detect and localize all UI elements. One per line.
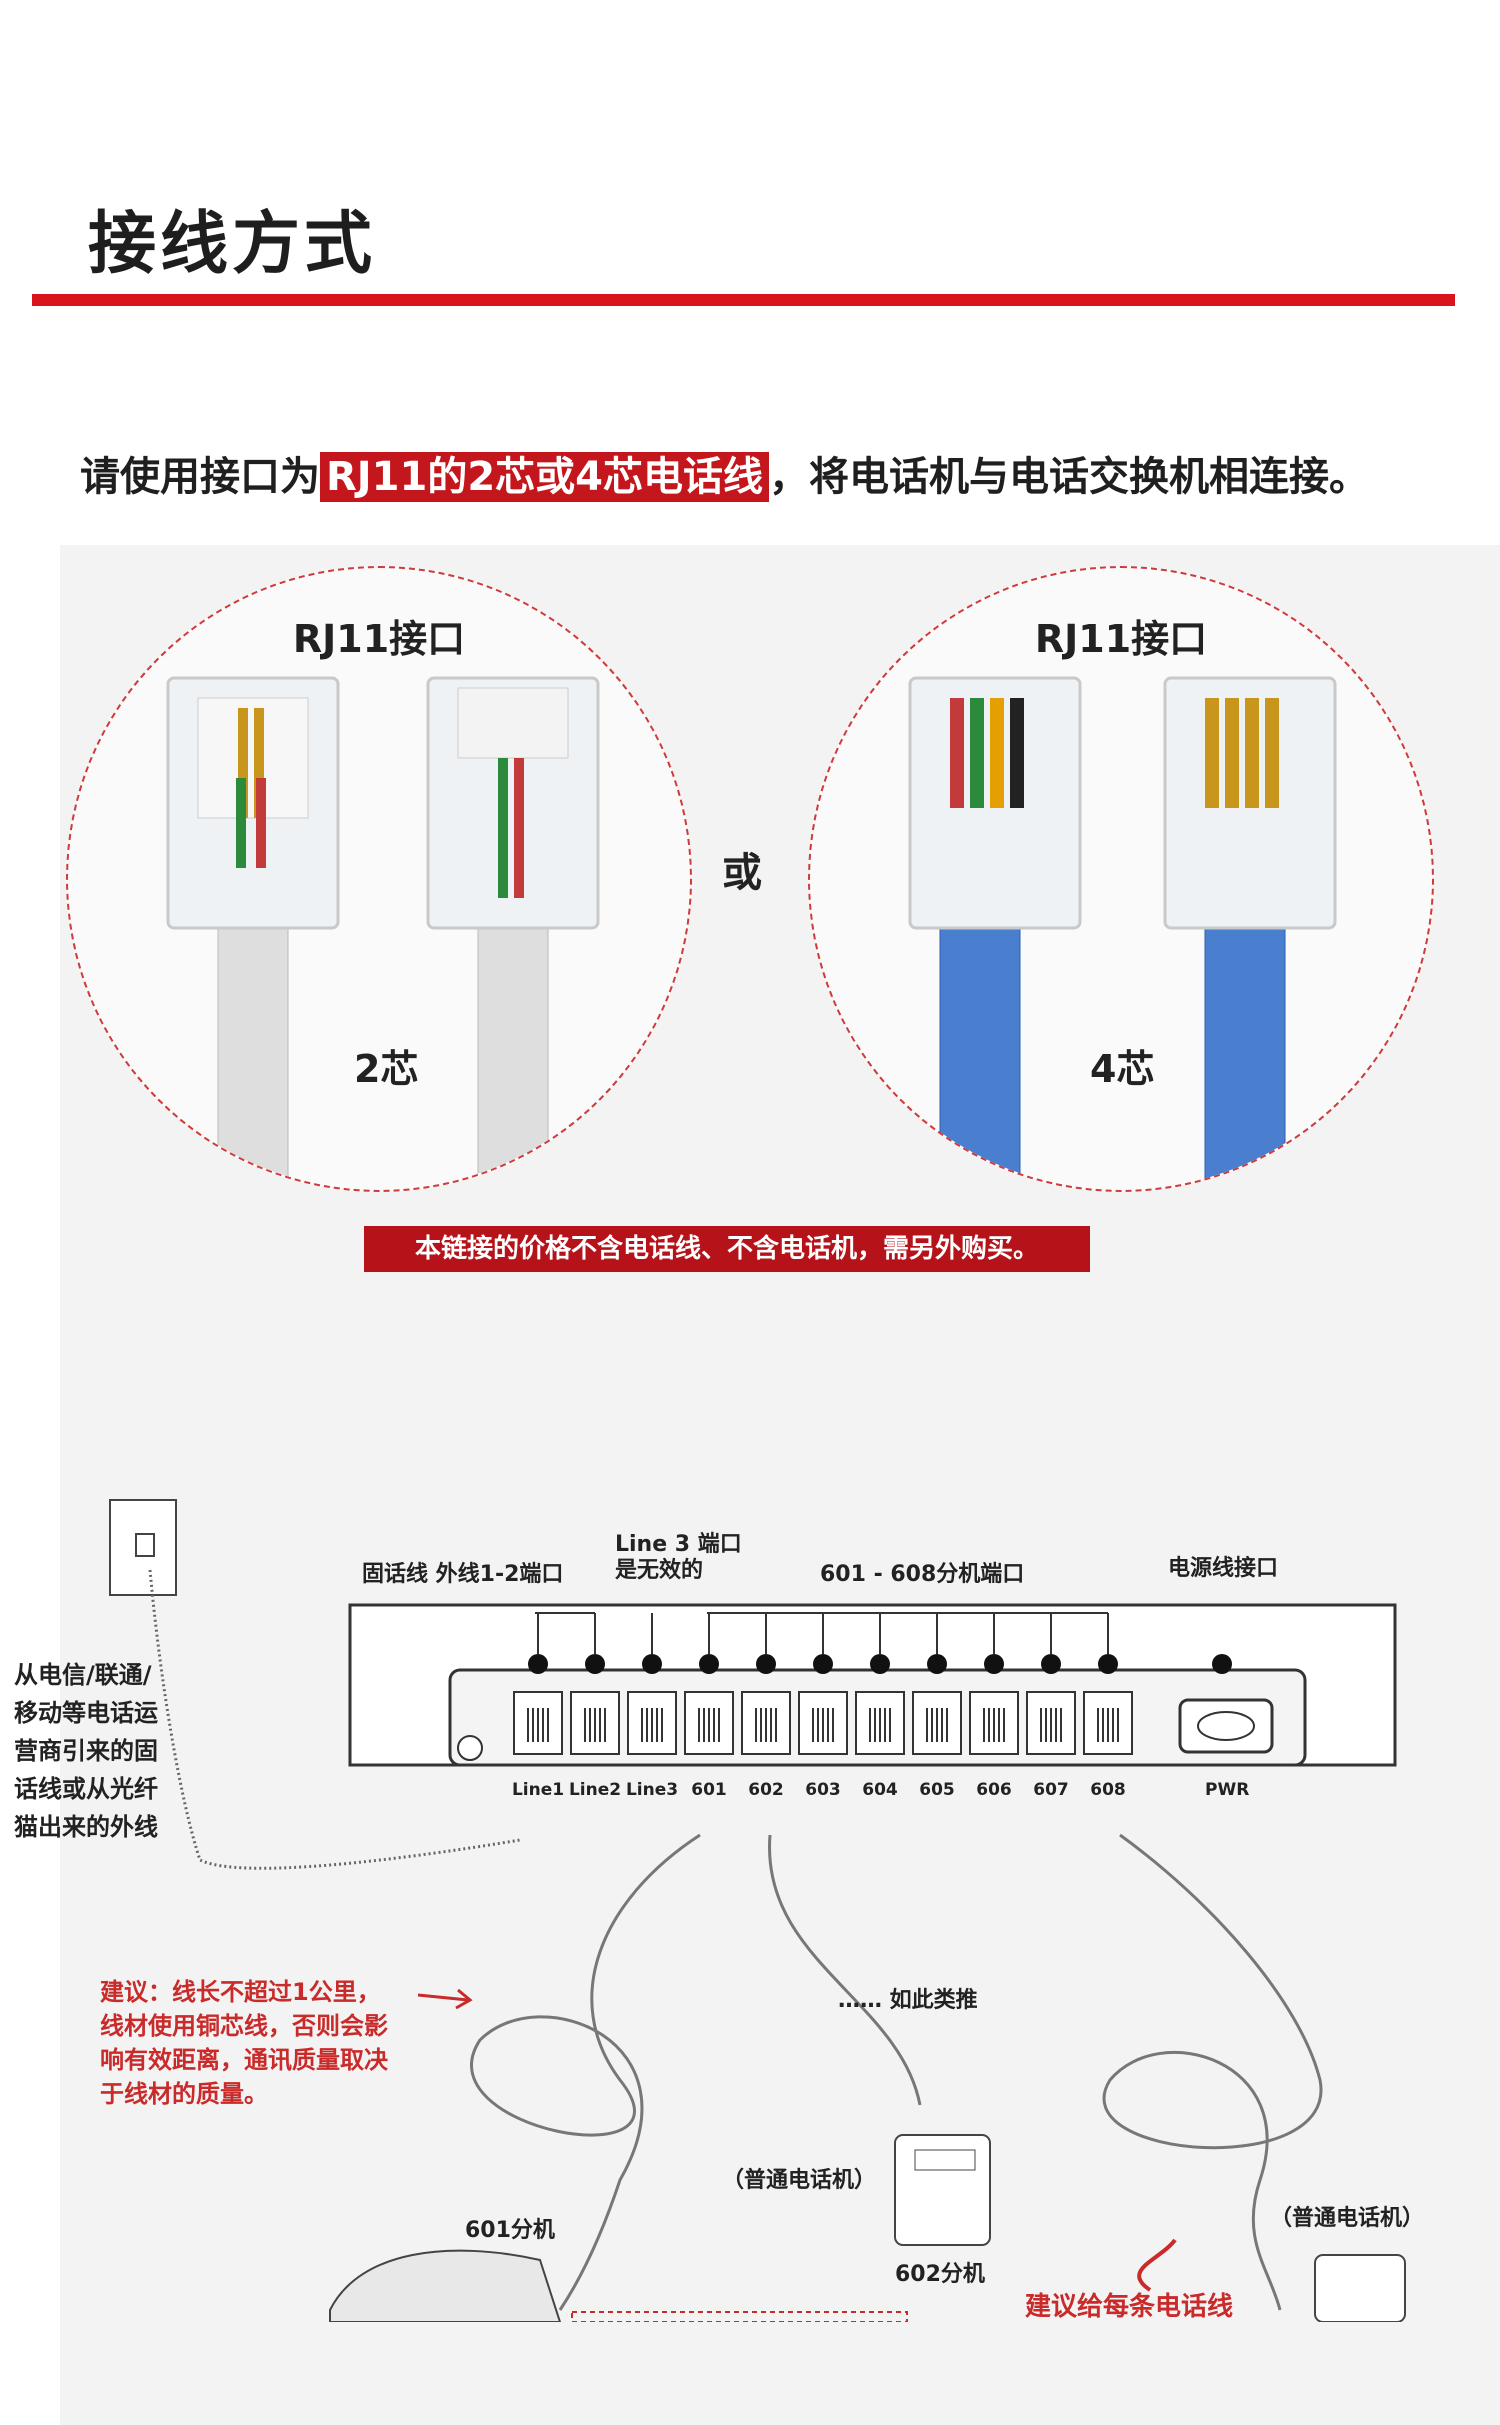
rj11-port — [1026, 1691, 1076, 1755]
advice-line: 响有效距离，通讯质量取决 — [100, 2046, 388, 2074]
advice-line: 于线材的质量。 — [100, 2080, 268, 2108]
port-indicator-dot — [699, 1654, 719, 1674]
advice-line: 线材使用铜芯线，否则会影 — [100, 2012, 388, 2040]
price-note: 本链接的价格不含电话线、不含电话机，需另外购买。 — [364, 1226, 1090, 1272]
port-indicator-dot — [984, 1654, 1004, 1674]
port-indicator-dot — [870, 1654, 890, 1674]
extension-601-label: 601分机 — [465, 2218, 555, 2243]
power-port-label: 电源线接口 — [1168, 1556, 1279, 1581]
wall-source-line: 营商引来的固 — [14, 1737, 158, 1765]
landline-ports-label: 固话线 外线1-2端口 — [362, 1562, 564, 1587]
intro-highlight: RJ11的2芯或4芯电话线 — [320, 452, 770, 502]
port-label: Line1 — [511, 1780, 565, 1800]
wiring-diagram — [109, 1499, 1406, 2322]
port-label: 605 — [919, 1780, 955, 1800]
port-indicator-dot — [1041, 1654, 1061, 1674]
rj11-title-left: RJ11接口 — [292, 617, 466, 661]
core-label-2: 2芯 — [354, 1047, 419, 1091]
intro-before: 请使用接口为 — [80, 454, 320, 500]
rj11-2core-illustration — [166, 676, 600, 1190]
extension-602-label: 602分机 — [895, 2262, 985, 2287]
port-indicator-dot — [813, 1654, 833, 1674]
core-label-4: 4芯 — [1090, 1047, 1155, 1091]
wall-source-line: 话线或从光纤 — [14, 1775, 158, 1803]
title-divider — [32, 294, 1455, 306]
cable-circle-2core: RJ11接口 2芯 — [66, 566, 692, 1192]
cable-circle-4core: RJ11接口 4芯 — [808, 566, 1434, 1192]
port-label: 608 — [1090, 1780, 1126, 1800]
page-title: 接线方式 — [88, 205, 377, 284]
port-indicator-dot — [1098, 1654, 1118, 1674]
intro-after: ，将电话机与电话交换机相连接。 — [769, 454, 1370, 500]
wall-source-note: 从电信/联通/ 移动等电话运 营商引来的固 话线或从光纤 猫出来的外线 — [14, 1656, 158, 1846]
advice-note: 建议：线长不超过1公里， 线材使用铜芯线，否则会影 响有效距离，通讯质量取决 于… — [100, 1975, 388, 2111]
port-label: 606 — [976, 1780, 1012, 1800]
port-group — [513, 1613, 1133, 1755]
port-label: Line2 — [568, 1780, 622, 1800]
or-label: 或 — [722, 850, 762, 896]
line3-label-b: 是无效的 — [615, 1558, 704, 1583]
line3-label-a: Line 3 端口 — [615, 1532, 742, 1557]
port-indicator-dot — [528, 1654, 548, 1674]
and-so-on-label: …… 如此类推 — [838, 1988, 978, 2013]
phone-label-608: （普通电话机） — [1270, 2206, 1425, 2231]
wall-source-line: 猫出来的外线 — [14, 1813, 158, 1841]
rj11-4core-illustration — [908, 676, 1337, 1190]
phone-label-602: （普通电话机） — [722, 2168, 877, 2193]
power-port-name: PWR — [1205, 1780, 1250, 1800]
wall-source-line: 移动等电话运 — [14, 1699, 158, 1727]
port-label: 602 — [748, 1780, 784, 1800]
wall-source-line: 从电信/联通/ — [14, 1661, 152, 1689]
port-indicator-dot — [927, 1654, 947, 1674]
advice-line: 建议：线长不超过1公里， — [100, 1978, 381, 2006]
port-label: 603 — [805, 1780, 841, 1800]
port-label: Line3 — [625, 1780, 679, 1800]
port-label: 604 — [862, 1780, 898, 1800]
port-indicator-dot — [756, 1654, 776, 1674]
port-label: 607 — [1033, 1780, 1069, 1800]
bottom-advice: 建议给每条电话线 — [1025, 2292, 1234, 2322]
port-label: 601 — [691, 1780, 727, 1800]
extension-ports-label: 601 - 608分机端口 — [820, 1562, 1025, 1587]
port-indicator-dot — [642, 1654, 662, 1674]
port-indicator-dot — [585, 1654, 605, 1674]
rj11-title-right: RJ11接口 — [1034, 617, 1208, 661]
